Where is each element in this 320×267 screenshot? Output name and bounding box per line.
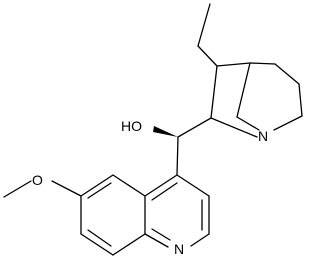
methoxy-oxygen-label: O bbox=[32, 172, 43, 188]
stereo-wedge bbox=[153, 126, 178, 137]
quinoline-ring bbox=[80, 174, 210, 256]
ethyl-group bbox=[197, 3, 218, 67]
methoxy-group bbox=[3, 180, 82, 198]
molecule-structure: HO O N N bbox=[3, 3, 303, 257]
quinuclidine-nitrogen-label: N bbox=[258, 128, 268, 144]
quinuclidine-ring bbox=[210, 62, 303, 138]
cage-carbinol-bond bbox=[177, 117, 212, 138]
hydroxyl-label: HO bbox=[121, 118, 142, 134]
carbinol-quinoline-bond bbox=[176, 136, 179, 176]
quinoline-nitrogen-label: N bbox=[174, 241, 184, 257]
